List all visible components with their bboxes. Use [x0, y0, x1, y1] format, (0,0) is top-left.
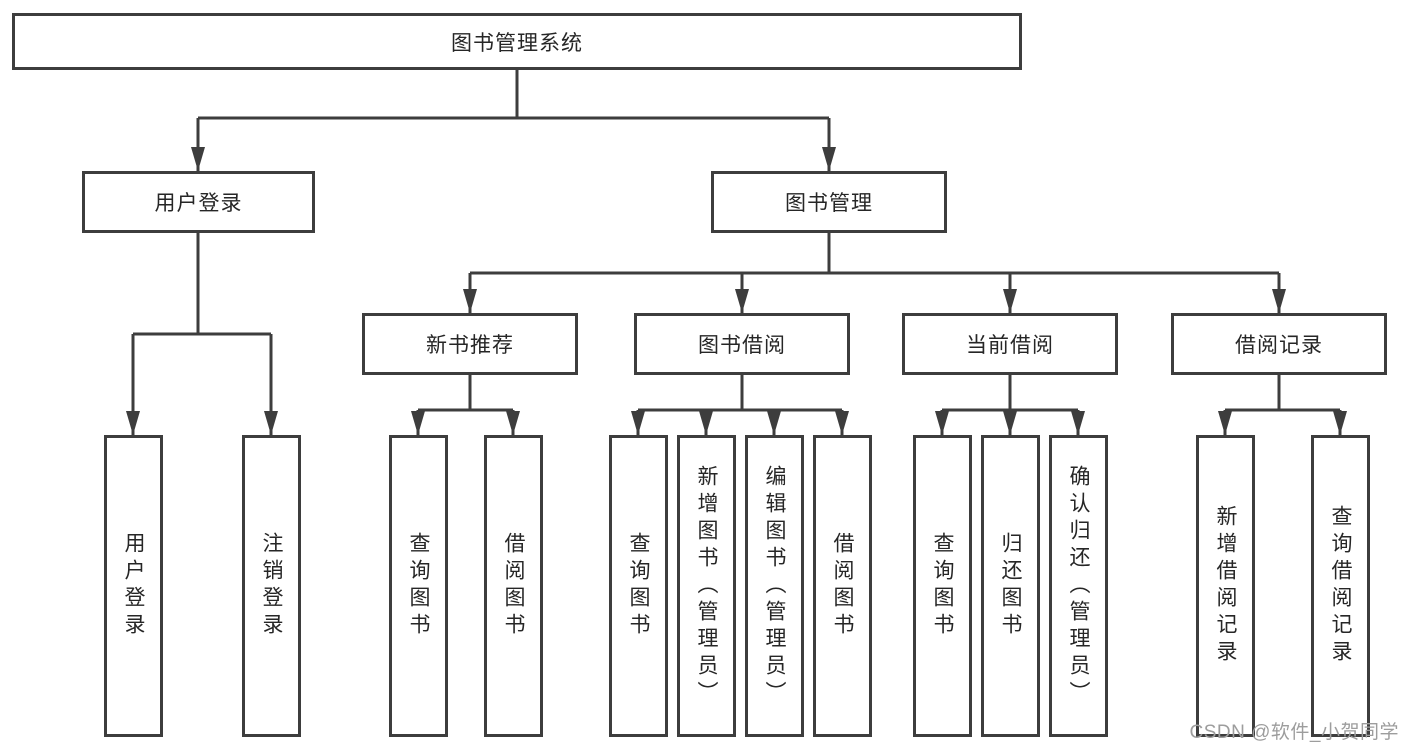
leaf-query-borrow-record: 查询借阅记录	[1311, 435, 1370, 737]
node-book-borrow: 图书借阅	[634, 313, 850, 375]
leaf-borrow-books-recommend: 借阅图书	[484, 435, 543, 737]
csdn-watermark: CSDN @软件_小贺同学	[1189, 722, 1399, 743]
leaf-add-books-admin: 新增图书（管理员）	[677, 435, 736, 737]
node-book-borrow-label: 图书借阅	[698, 334, 786, 357]
node-book-management-label: 图书管理	[785, 192, 873, 215]
node-user-login: 用户登录	[82, 171, 315, 233]
node-library-system: 图书管理系统	[12, 13, 1022, 70]
leaf-return-books: 归还图书	[981, 435, 1040, 737]
leaf-confirm-return-admin: 确认归还（管理员）	[1049, 435, 1108, 737]
leaf-borrow-books: 借阅图书	[813, 435, 872, 737]
node-borrow-record: 借阅记录	[1171, 313, 1387, 375]
node-borrow-record-label: 借阅记录	[1235, 334, 1323, 357]
node-current-borrow: 当前借阅	[902, 313, 1118, 375]
edge-login-trunk	[133, 233, 271, 336]
edge-root-trunk	[198, 70, 829, 120]
leaf-query-books-current: 查询图书	[913, 435, 972, 737]
node-user-login-label: 用户登录	[154, 192, 243, 215]
edge-mgmt-trunk	[470, 233, 1279, 275]
leaf-query-books-recommend: 查询图书	[389, 435, 448, 737]
node-new-book-recommend: 新书推荐	[362, 313, 578, 375]
node-current-borrow-label: 当前借阅	[966, 334, 1054, 357]
leaf-add-borrow-record: 新增借阅记录	[1196, 435, 1255, 737]
node-library-system-label: 图书管理系统	[451, 31, 583, 55]
edge-record-trunk	[1225, 375, 1340, 412]
edge-current-trunk	[942, 375, 1078, 412]
edge-borrow-trunk	[638, 375, 842, 412]
node-new-book-recommend-label: 新书推荐	[426, 334, 514, 357]
edge-newbook-trunk	[418, 375, 513, 412]
leaf-user-login: 用户登录	[104, 435, 163, 737]
leaf-query-books-borrow: 查询图书	[609, 435, 668, 737]
node-book-management: 图书管理	[711, 171, 947, 233]
leaf-edit-books-admin: 编辑图书（管理员）	[745, 435, 804, 737]
leaf-logout: 注销登录	[242, 435, 301, 737]
